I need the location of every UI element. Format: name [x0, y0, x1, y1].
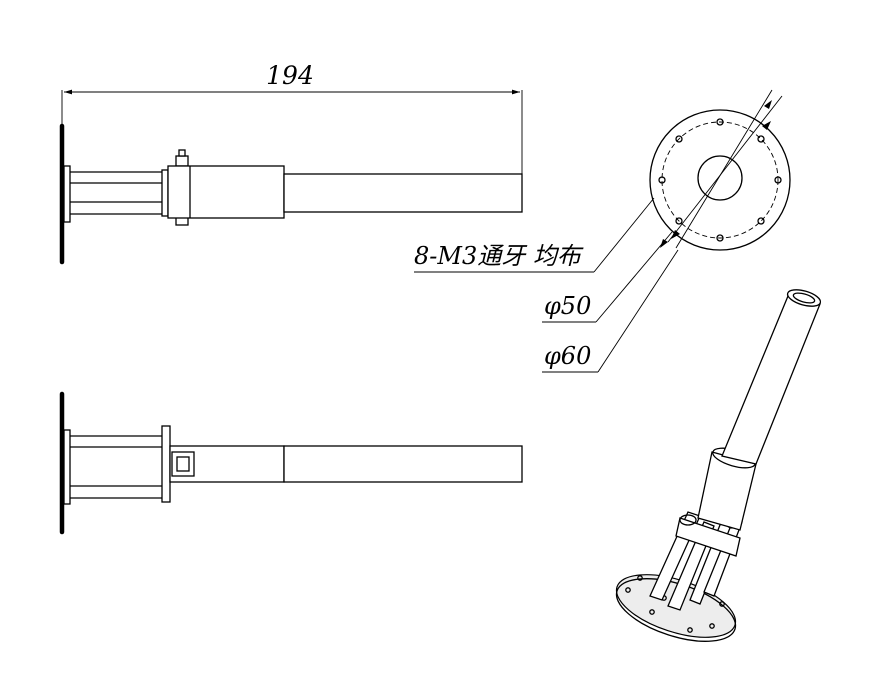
- bolt-hole: [675, 135, 683, 143]
- clamp-ring: [161, 169, 169, 217]
- bolt-tip-top: [178, 149, 186, 157]
- clamp-ring: [161, 425, 171, 503]
- iso-bolt-head: [679, 514, 697, 526]
- bolt-hole: [716, 234, 724, 242]
- bolt-head-top: [175, 155, 189, 167]
- diameter-line-inner: [667, 95, 783, 243]
- dimension-length-label: 194: [266, 61, 314, 90]
- collar: [167, 165, 285, 219]
- iso-hole: [687, 627, 693, 633]
- arrow-head: [764, 100, 772, 109]
- leader-line: [593, 197, 655, 273]
- leader-line: [595, 231, 673, 323]
- outer-diameter-label: φ60: [544, 342, 591, 370]
- annotations: 8-M3通牙 均布 φ50 φ60: [414, 197, 679, 373]
- iso-tube-bore: [792, 292, 816, 304]
- iso-hole: [637, 575, 643, 581]
- iso-clamp: [675, 517, 741, 557]
- flange-plan-view: [649, 89, 791, 251]
- bolt-circle: [661, 121, 779, 239]
- tube: [283, 445, 523, 483]
- tube: [283, 173, 523, 213]
- hex-nut-front: [171, 451, 195, 477]
- isometric-view: [615, 289, 822, 642]
- arrow-head: [660, 239, 668, 248]
- side-view-bottom: [59, 391, 523, 535]
- bolt-hole: [774, 176, 782, 184]
- thread-note-label: 8-M3通牙 均布: [414, 242, 584, 270]
- hex-nut-front-inner: [176, 456, 190, 472]
- arrow-head: [671, 230, 680, 239]
- side-view-top: 194: [59, 61, 523, 265]
- bolt-hole: [675, 217, 683, 225]
- bolt-hole: [757, 135, 765, 143]
- center-bore: [697, 155, 743, 201]
- iso-tube: [721, 295, 821, 465]
- leader-line: [597, 249, 679, 373]
- inner-diameter-label: φ50: [544, 292, 591, 320]
- iso-hole: [625, 587, 631, 593]
- iso-hole: [719, 601, 725, 607]
- iso-hole: [709, 623, 715, 629]
- bolt-hole: [658, 176, 666, 184]
- flange: [63, 165, 71, 223]
- flange-outer-circle: [649, 109, 791, 251]
- flange: [63, 429, 71, 505]
- arrow-head: [762, 121, 771, 130]
- bolt-hole: [757, 217, 765, 225]
- bolt-hole: [716, 118, 724, 126]
- diameter-line-outer: [675, 89, 773, 249]
- iso-hole: [649, 609, 655, 615]
